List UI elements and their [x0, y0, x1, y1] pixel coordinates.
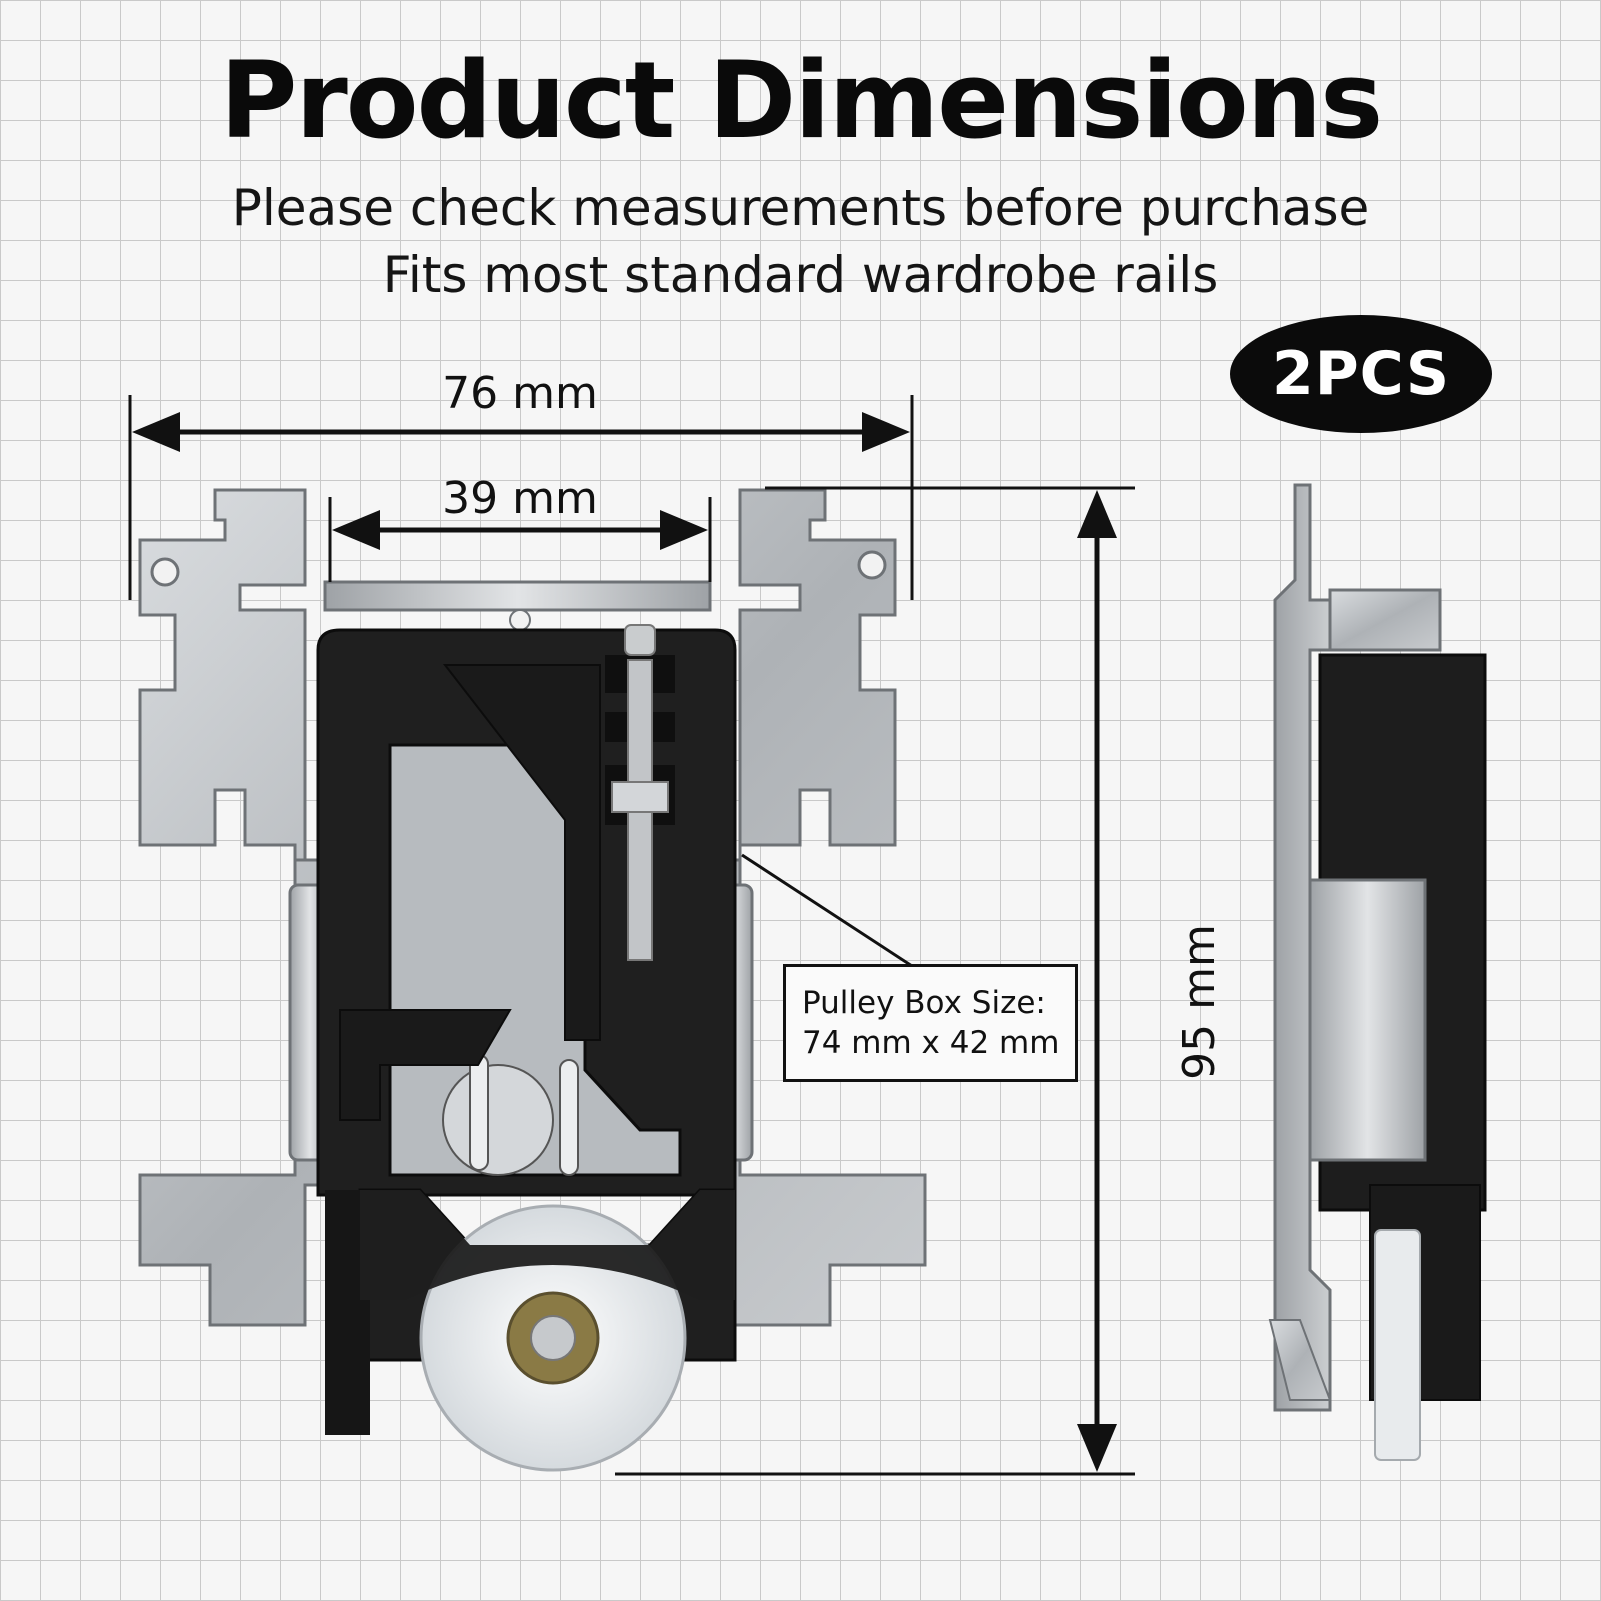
wheel-cover [360, 1190, 735, 1300]
housing-rib [442, 664, 601, 1041]
subtitle-fit-note: Fits most standard wardrobe rails [382, 246, 1219, 304]
quantity-badge: 2PCS [1230, 315, 1492, 433]
dimension-95mm [615, 486, 1135, 1476]
height-label: 95 mm [1174, 924, 1225, 1080]
bracket-hole [509, 609, 531, 631]
side-rail [1308, 878, 1427, 1162]
page-title: Product Dimensions [219, 39, 1383, 162]
inner-width-label: 39 mm [442, 473, 598, 524]
side-wheel [1374, 1229, 1421, 1461]
latch-lever [339, 1009, 512, 1121]
window-slot [442, 1064, 554, 1176]
callout-leader [741, 853, 913, 968]
wheel-axle [530, 1315, 576, 1361]
side-top-bracket [1328, 588, 1442, 652]
dimension-39mm [328, 497, 712, 582]
callout-size: 74 mm x 42 mm [802, 1025, 1060, 1061]
mount-hole-right [857, 550, 887, 580]
side-foot [1268, 1319, 1332, 1401]
dimension-76mm [128, 395, 914, 600]
side-view [1268, 483, 1487, 1461]
top-bracket [323, 580, 712, 612]
adjust-slot [469, 1054, 489, 1171]
front-view [138, 488, 927, 1472]
subtitle-purchase-note: Please check measurements before purchas… [231, 179, 1370, 237]
callout-title: Pulley Box Size: [802, 984, 1046, 1021]
side-metal-plate [1273, 483, 1442, 1412]
adjustment-screw [605, 624, 675, 961]
pulley-box-callout: Pulley Box Size: 74 mm x 42 mm [783, 964, 1078, 1082]
overall-width-label: 76 mm [442, 368, 598, 419]
mount-hole-left [150, 557, 180, 587]
adjust-slot-2 [559, 1059, 579, 1176]
